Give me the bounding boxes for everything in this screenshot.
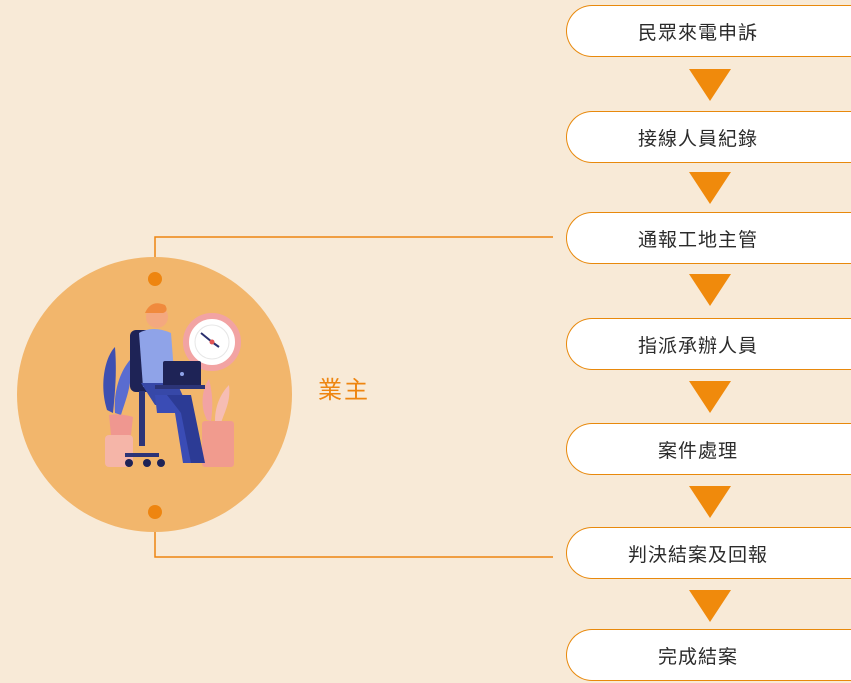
step-assign-handler: 指派承辦人員	[566, 318, 851, 370]
person-at-laptop-icon	[103, 303, 241, 467]
potted-plant-icon	[202, 379, 234, 467]
step-case-processing: 案件處理	[566, 423, 851, 475]
connector-dot-bottom	[148, 505, 162, 519]
step-judgment-report: 判決結案及回報	[566, 527, 851, 579]
wall-clock-icon	[183, 313, 241, 371]
flow-arrow	[689, 69, 731, 101]
flow-arrow	[689, 381, 731, 413]
step-case-closed: 完成結案	[566, 629, 851, 681]
flow-arrow	[689, 172, 731, 204]
flow-arrow	[689, 590, 731, 622]
owner-label: 業主	[318, 376, 370, 404]
flow-arrow	[689, 274, 731, 306]
step-notify-site-manager: 通報工地主管	[566, 212, 851, 264]
step-citizen-complaint: 民眾來電申訴	[566, 5, 851, 57]
connector-dot-top	[148, 272, 162, 286]
step-operator-record: 接線人員紀錄	[566, 111, 851, 163]
flow-arrow	[689, 486, 731, 518]
potted-plant-icon	[103, 347, 133, 467]
